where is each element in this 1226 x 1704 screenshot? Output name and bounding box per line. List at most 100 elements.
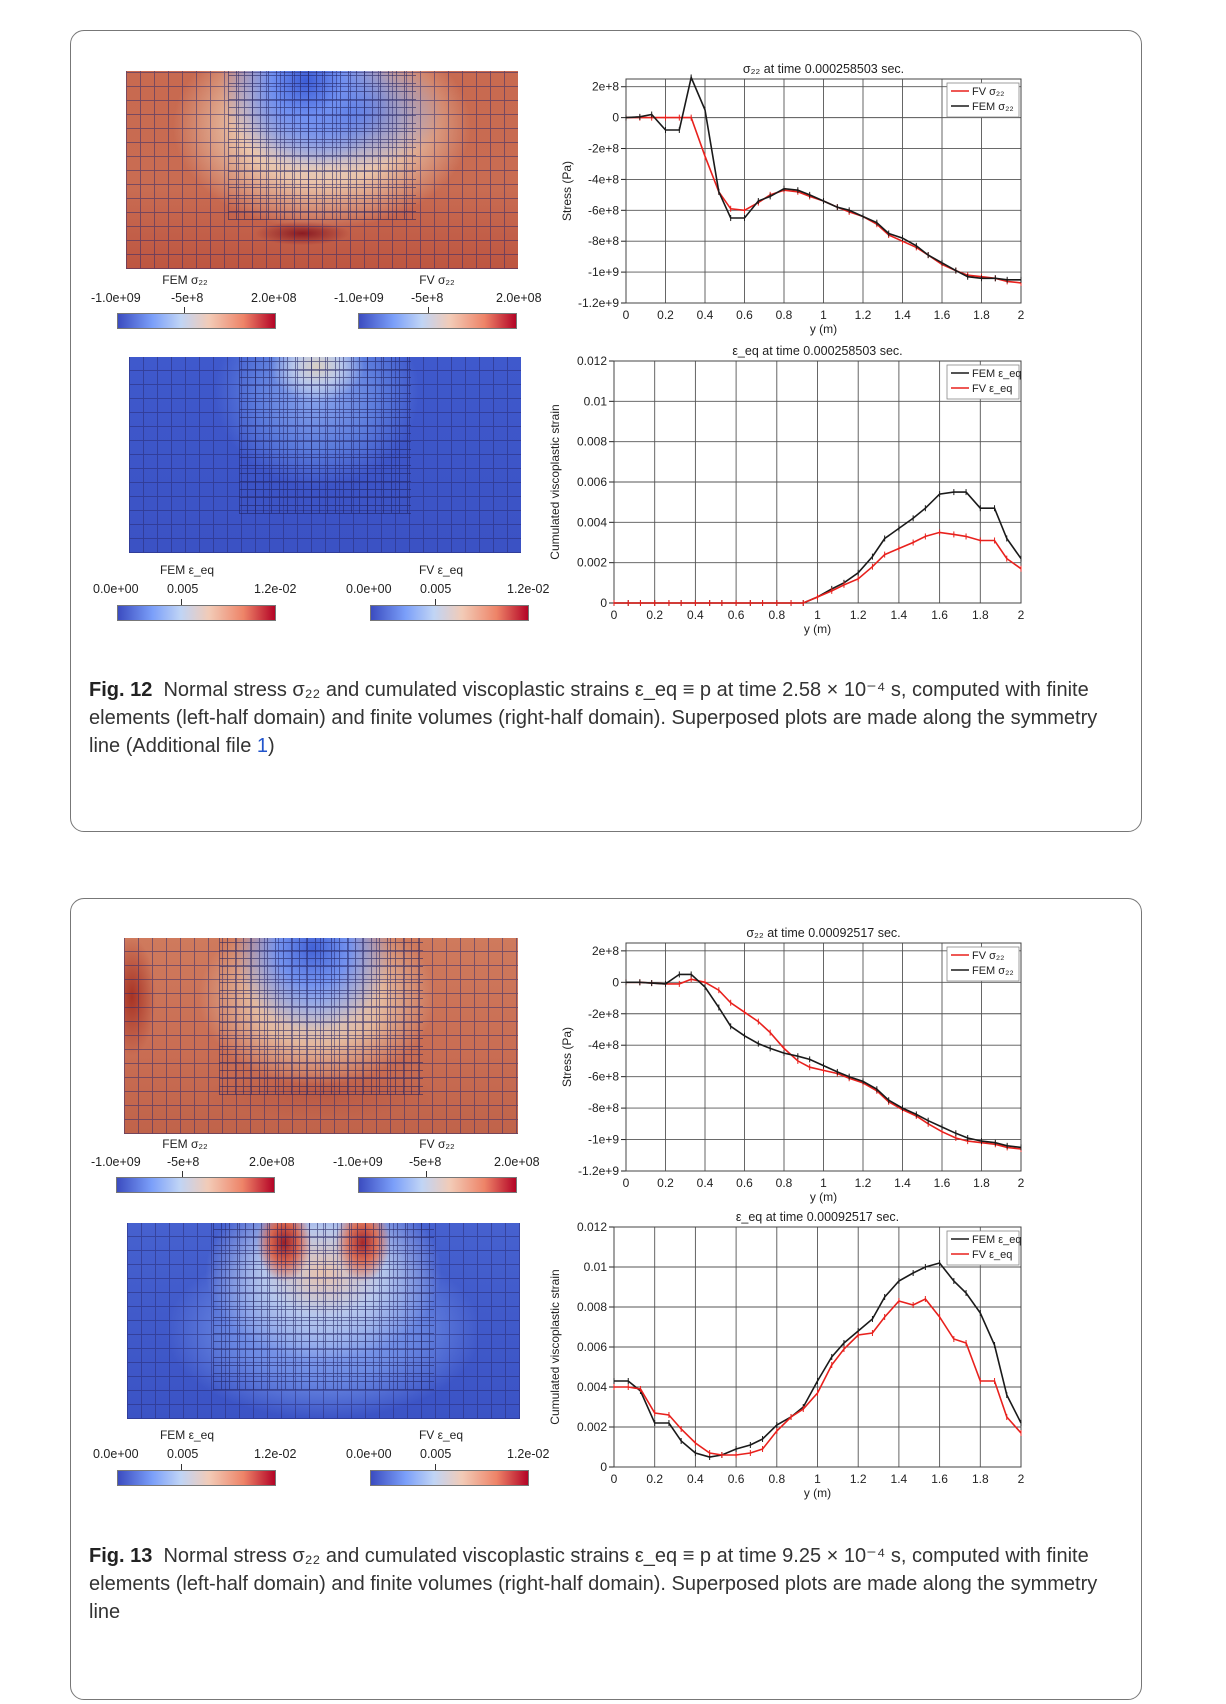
x-tick-label: 0.2 (646, 608, 663, 622)
colorbar-fv-strain-title: FV ε_eq (418, 1428, 464, 1442)
colorbar-tick: 2.0e+08 (249, 1155, 295, 1169)
y-tick-label: -1e+9 (588, 1133, 619, 1147)
colorbar-tick: 2.0e+08 (496, 291, 542, 305)
y-tick-label: -1.2e+9 (578, 296, 619, 310)
plot-frame (613, 1226, 1022, 1468)
colorbar-tick: 1.2e-02 (507, 1447, 550, 1461)
y-tick-label: 2e+8 (592, 944, 619, 958)
x-tick-label: 1.8 (973, 1176, 990, 1190)
x-axis-label: y (m) (810, 322, 837, 336)
y-tick-label: 0.004 (577, 1380, 607, 1394)
x-tick-label: 0.8 (768, 608, 785, 622)
y-tick-label: 0.012 (577, 1220, 607, 1234)
x-tick-label: 1.2 (850, 608, 867, 622)
x-tick-label: 1.6 (934, 308, 951, 322)
x-tick-label: 2 (1018, 1472, 1025, 1486)
colorbar-tick: 0.005 (420, 582, 452, 596)
y-tick-label: 0.002 (577, 556, 607, 570)
plot-frame (625, 942, 1022, 1172)
x-tick-label: 1.2 (855, 1176, 872, 1190)
colorbar-tick: 0.0e+00 (93, 1447, 139, 1461)
x-tick-label: 1 (820, 1176, 827, 1190)
colorbar-fem-strain (117, 605, 276, 621)
y-tick-label: -2e+8 (588, 1007, 619, 1021)
colorbar-fem-strain-title: FEM ε_eq (159, 1428, 215, 1442)
colorbar-fv-strain (370, 605, 529, 621)
fem-fv-strain-field-image (129, 357, 521, 553)
colorbar-mark (428, 307, 429, 313)
colorbar-mark (435, 599, 436, 605)
legend-label: FV ε_eq (972, 1249, 1012, 1261)
legend-box (946, 1230, 1020, 1266)
colorbar-mark (181, 599, 182, 605)
y-tick-label: 0.01 (584, 394, 608, 408)
colorbar-tick: 1.2e-02 (507, 582, 550, 596)
colorbar-fem-strain-title: FEM ε_eq (159, 563, 215, 577)
legend-label: FV σ₂₂ (972, 86, 1004, 98)
colorbar-fv-strain-title: FV ε_eq (418, 563, 464, 577)
chart-title: σ₂₂ at time 0.00092517 sec. (746, 926, 900, 940)
chart-title: ε_eq at time 0.00092517 sec. (736, 1210, 899, 1224)
y-tick-label: -4e+8 (588, 172, 619, 186)
colorbar-fem-stress-title: FEM σ₂₂ (162, 1137, 208, 1151)
x-tick-label: 0.4 (687, 608, 704, 622)
colorbar-mark (182, 1171, 183, 1177)
chart-title: σ₂₂ at time 0.000258503 sec. (743, 62, 904, 76)
colorbar-fv-stress (358, 1177, 517, 1193)
colorbar-fv-stress-title: FV σ₂₂ (419, 1137, 455, 1151)
x-tick-label: 1.6 (934, 1176, 951, 1190)
x-tick-label: 0.4 (687, 1472, 704, 1486)
figure-12-panel: FEM σ₂₂ -1.0e+09 -5e+8 2.0e+08 FV σ₂₂ -1… (70, 30, 1142, 832)
caption-tail: ) (268, 735, 275, 757)
colorbar-mark (181, 1464, 182, 1470)
y-tick-label: 0 (612, 111, 619, 125)
x-tick-label: 2 (1018, 1176, 1025, 1190)
x-tick-label: 0.8 (776, 1176, 793, 1190)
y-tick-label: -8e+8 (588, 234, 619, 248)
x-tick-label: 1 (820, 308, 827, 322)
x-tick-label: 1.8 (972, 608, 989, 622)
y-tick-label: 0.008 (577, 1300, 607, 1314)
y-tick-label: 0 (600, 596, 607, 610)
colorbar-tick: 0.0e+00 (346, 1447, 392, 1461)
y-tick-label: -6e+8 (588, 1070, 619, 1084)
chart-title: ε_eq at time 0.000258503 sec. (732, 344, 902, 358)
x-axis-label: y (m) (804, 622, 831, 636)
y-axis-label: Cumulated viscoplastic strain (548, 404, 562, 559)
x-tick-label: 0.6 (736, 308, 753, 322)
legend-label: FEM σ₂₂ (972, 101, 1014, 113)
x-tick-label: 1.4 (894, 1176, 911, 1190)
colorbar-tick: -5e+8 (409, 1155, 442, 1169)
legend-label: FV ε_eq (972, 383, 1012, 395)
colorbar-mark (426, 1171, 427, 1177)
colorbar-tick: 1.2e-02 (254, 582, 297, 596)
y-tick-label: 0.006 (577, 1340, 607, 1354)
fem-fv-stress-field-image (124, 938, 518, 1134)
x-tick-label: 0.8 (776, 308, 793, 322)
x-tick-label: 0 (623, 308, 630, 322)
additional-file-link[interactable]: 1 (256, 735, 268, 757)
x-tick-label: 1.6 (931, 608, 948, 622)
y-axis-label: Stress (Pa) (560, 1027, 574, 1087)
x-tick-label: 1.6 (931, 1472, 948, 1486)
y-axis-label: Stress (Pa) (560, 161, 574, 221)
x-tick-label: 1.4 (891, 1472, 908, 1486)
figure-caption: Fig. 13 Normal stress σ₂₂ and cumulated … (89, 1542, 1119, 1626)
caption-text: Normal stress σ₂₂ and cumulated viscopla… (89, 1545, 1098, 1623)
figure-label: Fig. 13 (89, 1545, 153, 1567)
y-tick-label: 0.012 (577, 354, 607, 368)
colorbar-tick: 0.005 (420, 1447, 452, 1461)
y-tick-label: 0 (600, 1460, 607, 1474)
fem-fv-stress-field-image (126, 71, 518, 269)
plot-frame (625, 78, 1022, 304)
colorbar-tick: -5e+8 (167, 1155, 200, 1169)
legend-label: FEM ε_eq (972, 368, 1022, 380)
x-tick-label: 2 (1018, 608, 1025, 622)
x-axis-label: y (m) (804, 1486, 831, 1500)
colorbar-tick: -1.0e+09 (91, 1155, 141, 1169)
legend-label: FEM σ₂₂ (972, 965, 1014, 977)
colorbar-fem-stress-title: FEM σ₂₂ (162, 273, 208, 287)
x-tick-label: 1.8 (973, 308, 990, 322)
